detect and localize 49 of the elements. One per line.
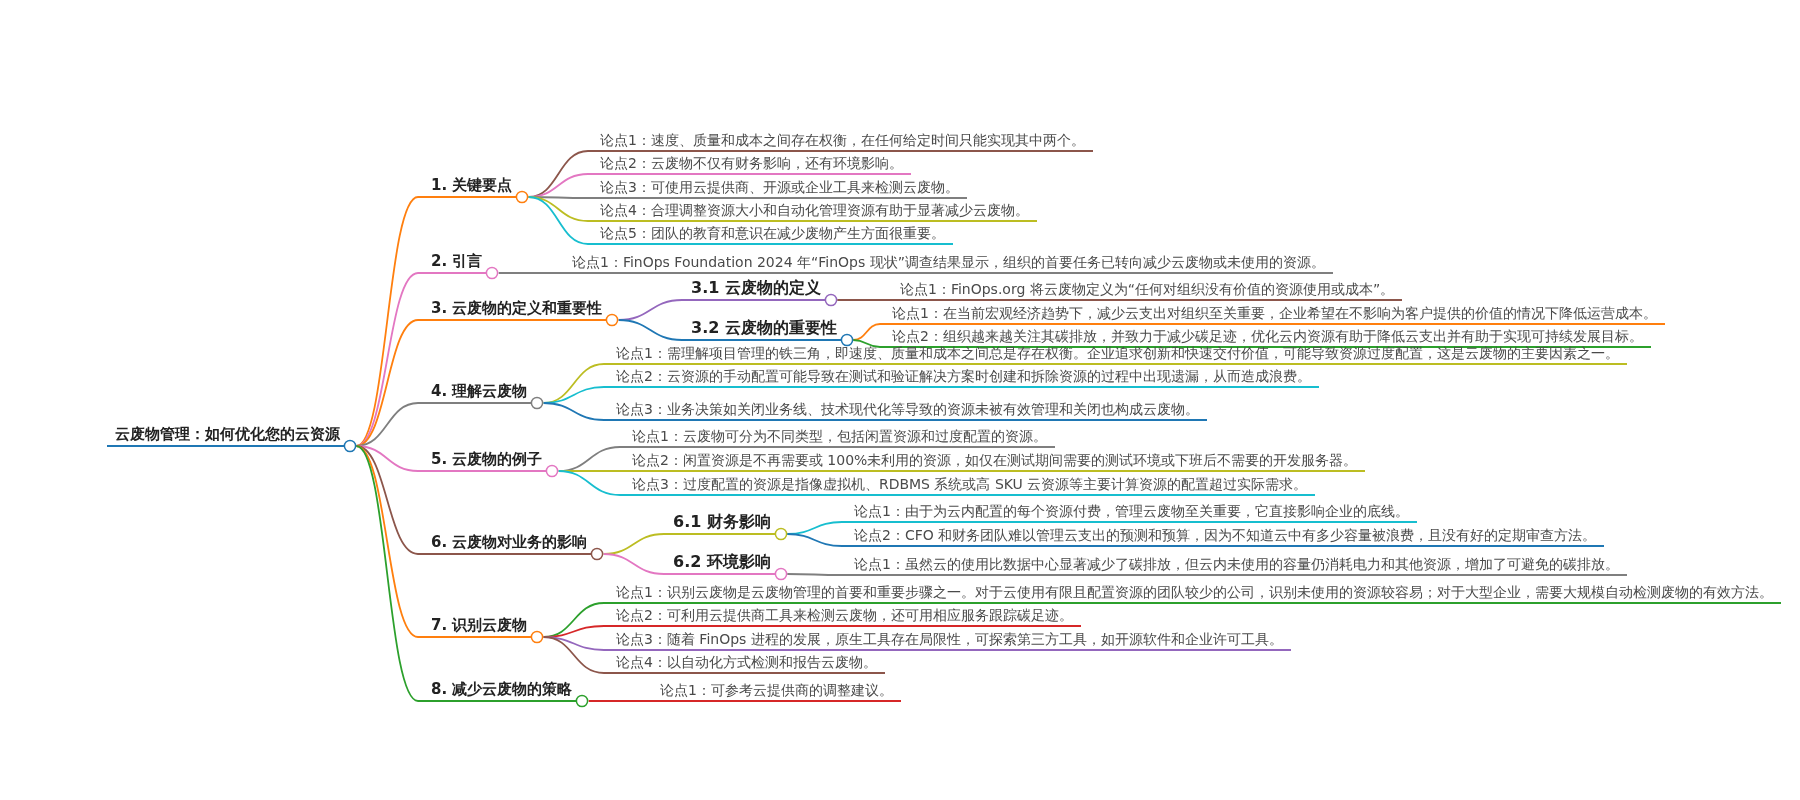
main-topic: 3. 云废物的定义和重要性	[418, 297, 607, 321]
subtopic: 3.2 云废物的重要性	[682, 317, 841, 341]
main-topic: 1. 关键要点	[418, 174, 517, 198]
leaf-topic: 论点1：云废物可分为不同类型，包括闲置资源和过度配置的资源。	[620, 426, 1055, 448]
branch-connector	[557, 470, 621, 496]
branch-connector	[786, 573, 843, 576]
leaf-topic: 论点1：速度、质量和成本之间存在权衡，在任何给定时间只能实现其中两个。	[588, 130, 1093, 152]
central-topic: 云废物管理：如何优化您的云资源	[107, 423, 344, 447]
main-topic: 2. 引言	[418, 250, 487, 274]
leaf-topic: 论点1：由于为云内配置的每个资源付费，管理云废物至关重要，它直接影响企业的底线。	[842, 501, 1417, 523]
leaf-topic: 论点2：闲置资源是不再需要或 100%未利用的资源，如仅在测试期间需要的测试环境或下班后不需要的开发服务器。	[620, 450, 1366, 472]
main-topic: 5. 云废物的例子	[418, 448, 547, 472]
main-topic: 7. 识别云废物	[418, 614, 532, 638]
main-topic: 4. 理解云废物	[418, 380, 532, 404]
branch-connector	[542, 636, 605, 674]
leaf-topic: 论点3：可使用云提供商、开源或企业工具来检测云废物。	[588, 177, 967, 199]
leaf-topic: 论点1：FinOps.org 将云废物定义为“任何对组织没有价值的资源使用或成本”。	[888, 279, 1403, 301]
leaf-topic: 论点3：业务决策如关闭业务线、技术现代化等导致的资源未被有效管理和关闭也构成云废物。	[604, 399, 1207, 421]
leaf-topic: 论点2：云废物不仅有财务影响，还有环境影响。	[588, 153, 911, 175]
leaf-topic: 论点3：过度配置的资源是指像虚拟机、RDBMS 系统或高 SKU 云资源等主要计算资源的配置超过实际需求。	[620, 474, 1316, 496]
branch-connector	[497, 272, 561, 274]
main-topic: 6. 云废物对业务的影响	[418, 531, 592, 555]
main-topic: 8. 减少云废物的策略	[418, 678, 577, 702]
leaf-topic: 论点1：识别云废物是云废物管理的首要和重要步骤之一。对于云使用有限且配置资源的团队较少的公司，识别未使用的资源较容易；对于大型企业，需要大规模自动检测废物的有效方法。	[604, 582, 1781, 604]
branch-connector	[836, 299, 889, 301]
leaf-topic: 论点1：在当前宏观经济趋势下，减少云支出对组织至关重要，企业希望在不影响为客户提供的价值的情况下降低运营成本。	[880, 303, 1665, 325]
leaf-topic: 论点1：可参考云提供商的调整建议。	[648, 680, 901, 702]
branch-connector	[527, 196, 589, 245]
branch-connector	[587, 700, 649, 702]
subtopic: 3.1 云废物的定义	[682, 277, 825, 301]
leaf-topic: 论点1：FinOps Foundation 2024 年“FinOps 现状”调查结果显示，组织的首要任务已转向减少云废物或未使用的资源。	[560, 252, 1333, 274]
branch-connector	[852, 339, 881, 348]
subtopic: 6.2 环境影响	[664, 551, 775, 575]
leaf-topic: 论点1：虽然云的使用比数据中心显著减少了碳排放，但云内未使用的容量仍消耗电力和其他资源，增加了可避免的碳排放。	[842, 554, 1627, 576]
branch-connector	[355, 445, 419, 638]
subtopic: 6.1 财务影响	[664, 511, 775, 535]
branch-connector	[542, 402, 605, 421]
leaf-topic: 论点5：团队的教育和意识在减少废物产生方面很重要。	[588, 223, 953, 245]
leaf-topic: 论点3：随着 FinOps 进程的发展，原生工具存在局限性，可探索第三方工具，如开源软件和企业许可工具。	[604, 629, 1291, 651]
branch-connector	[355, 445, 419, 702]
leaf-topic: 论点2：CFO 和财务团队难以管理云支出的预测和预算，因为不知道云中有多少容量被浪费，且没有好的定期审查方法。	[842, 525, 1605, 547]
branch-connector	[602, 553, 665, 575]
leaf-topic: 论点4：以自动化方式检测和报告云废物。	[604, 652, 885, 674]
leaf-topic: 论点4：合理调整资源大小和自动化管理资源有助于显著减少云废物。	[588, 200, 1037, 222]
leaf-topic: 论点1：需理解项目管理的铁三角，即速度、质量和成本之间总是存在权衡。企业追求创新和快速交付价值，可能导致资源过度配置，这是云废物的主要因素之一。	[604, 343, 1627, 365]
leaf-topic: 论点2：云资源的手动配置可能导致在测试和验证解决方案时创建和拆除资源的过程中出现遗漏，从而造成浪费。	[604, 366, 1319, 388]
branch-connector	[617, 319, 683, 341]
branch-connector	[786, 533, 843, 547]
leaf-topic: 论点2：可利用云提供商工具来检测云废物，还可用相应服务跟踪碳足迹。	[604, 605, 1081, 627]
